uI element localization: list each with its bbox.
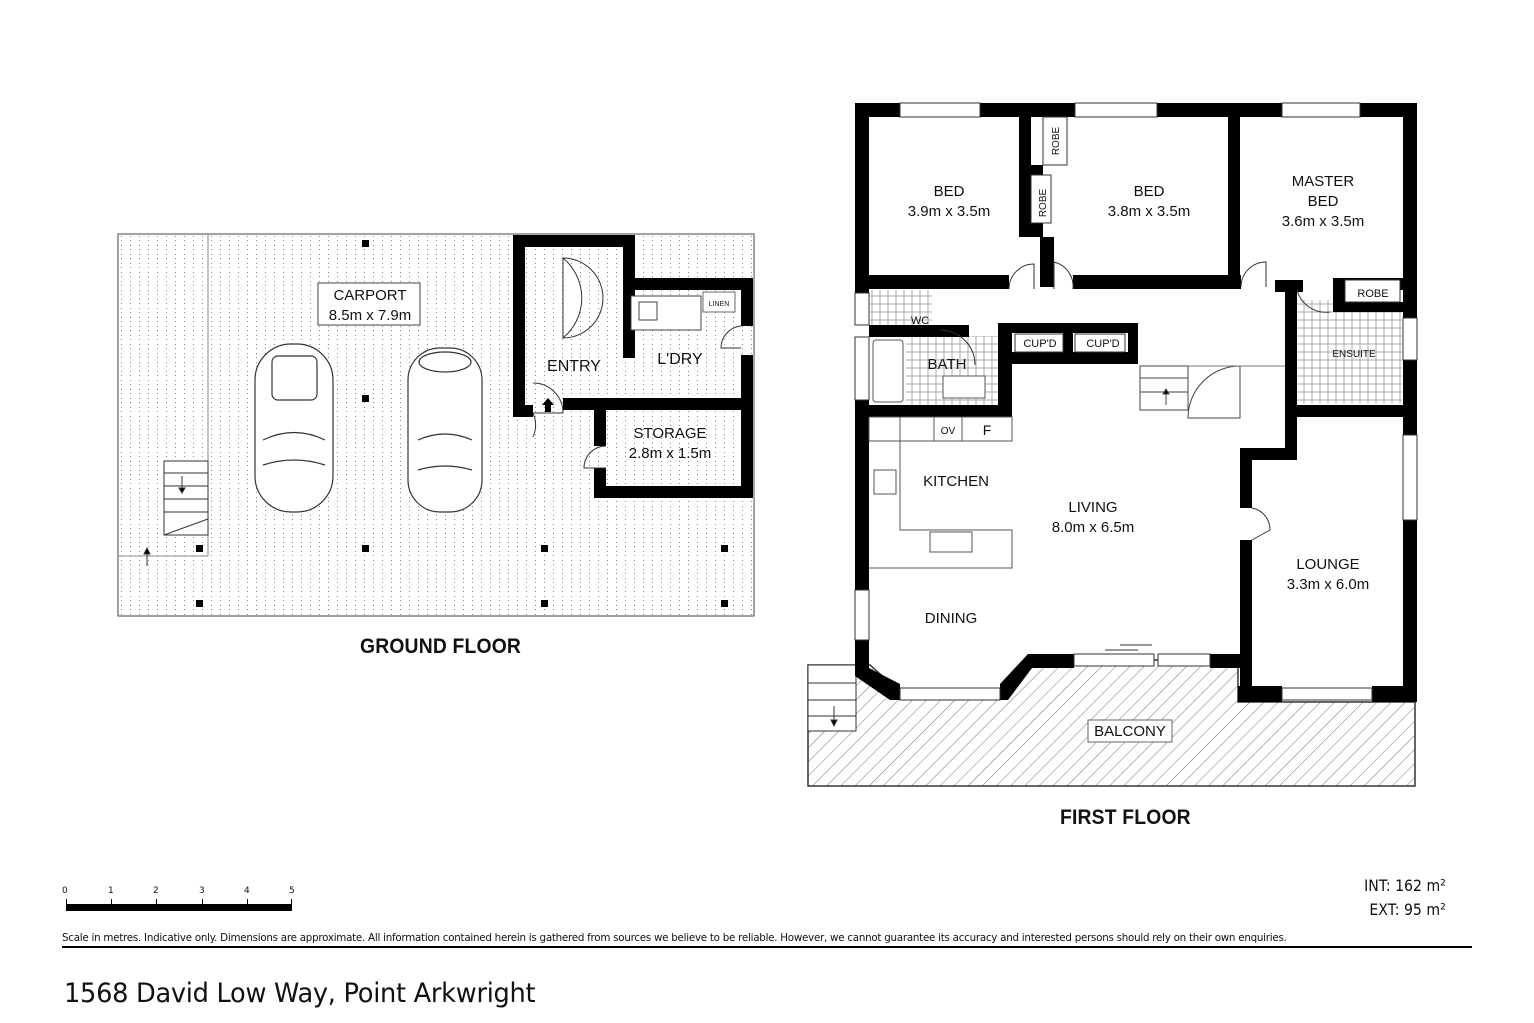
car-icons	[254, 343, 483, 513]
carport-dims: 8.5m x 7.9m	[329, 307, 412, 324]
wc-label: WC	[911, 315, 929, 327]
first-floor-title: FIRST FLOOR	[1060, 806, 1191, 829]
ground-floor-plan	[117, 233, 755, 617]
master-dims: 3.6m x 3.5m	[1282, 213, 1365, 230]
master-label-1: MASTER	[1292, 173, 1355, 190]
spiral-staircase	[562, 256, 604, 340]
balcony-stairs	[807, 664, 857, 732]
lounge-dims: 3.3m x 6.0m	[1287, 576, 1370, 593]
lounge-label: LOUNGE	[1296, 556, 1359, 573]
cupd1-label: CUP'D	[1023, 338, 1056, 350]
robe1-label: ROBE	[1051, 127, 1062, 156]
bed2-dims: 3.8m x 3.5m	[1108, 203, 1191, 220]
bath-label: BATH	[928, 356, 967, 373]
windows	[854, 102, 1418, 701]
storage-dims: 2.8m x 1.5m	[629, 445, 712, 462]
ensuite-label: ENSUITE	[1332, 349, 1376, 360]
first-floor-plan	[807, 102, 1418, 787]
scale-bar	[66, 899, 292, 911]
entry-label: ENTRY	[547, 358, 601, 375]
bed1-label: BED	[934, 183, 965, 200]
internal-area: INT: 162 m²	[1364, 876, 1446, 895]
storage-label: STORAGE	[633, 425, 706, 442]
robe2-label: ROBE	[1038, 189, 1049, 218]
first-floor-stairs	[1139, 365, 1285, 419]
carport-label: CARPORT	[333, 287, 406, 304]
living-label: LIVING	[1068, 499, 1117, 516]
robe3-label: ROBE	[1357, 288, 1388, 300]
scale-tick: 4	[244, 886, 250, 896]
first-floor-doors	[939, 261, 1331, 651]
carport-posts	[196, 240, 728, 607]
bed2-label: BED	[1134, 183, 1165, 200]
property-address: 1568 David Low Way, Point Arkwright	[64, 978, 536, 1009]
ground-floor-title: GROUND FLOOR	[360, 635, 522, 658]
living-dims: 8.0m x 6.5m	[1052, 519, 1135, 536]
cupd2-label: CUP'D	[1086, 338, 1119, 350]
kitchen-label: KITCHEN	[923, 473, 989, 490]
kitchen-benches	[868, 339, 1013, 569]
scale-tick: 0	[62, 886, 68, 896]
disclaimer-text: Scale in metres. Indicative only. Dimens…	[62, 932, 1287, 944]
divider-line	[62, 946, 1472, 948]
external-area: EXT: 95 m²	[1369, 900, 1446, 919]
scale-tick-labels: 0 1 2 3 4 5	[62, 886, 295, 900]
laundry-label: L'DRY	[657, 351, 703, 368]
entry-arrow-icon	[542, 398, 554, 412]
dining-label: DINING	[925, 610, 978, 627]
oven-label: OV	[941, 426, 956, 437]
ground-stairs	[143, 460, 209, 566]
fridge-label: F	[983, 422, 992, 438]
ground-doors	[532, 325, 742, 469]
balcony-label: BALCONY	[1094, 723, 1166, 740]
scale-tick: 2	[153, 886, 159, 896]
bed1-dims: 3.9m x 3.5m	[908, 203, 991, 220]
master-label-2: BED	[1308, 193, 1339, 210]
scale-tick: 3	[199, 886, 205, 896]
ground-walls	[513, 235, 753, 498]
scale-tick: 1	[108, 886, 114, 896]
linen-label: LINEN	[709, 301, 730, 308]
scale-tick: 5	[289, 886, 295, 896]
